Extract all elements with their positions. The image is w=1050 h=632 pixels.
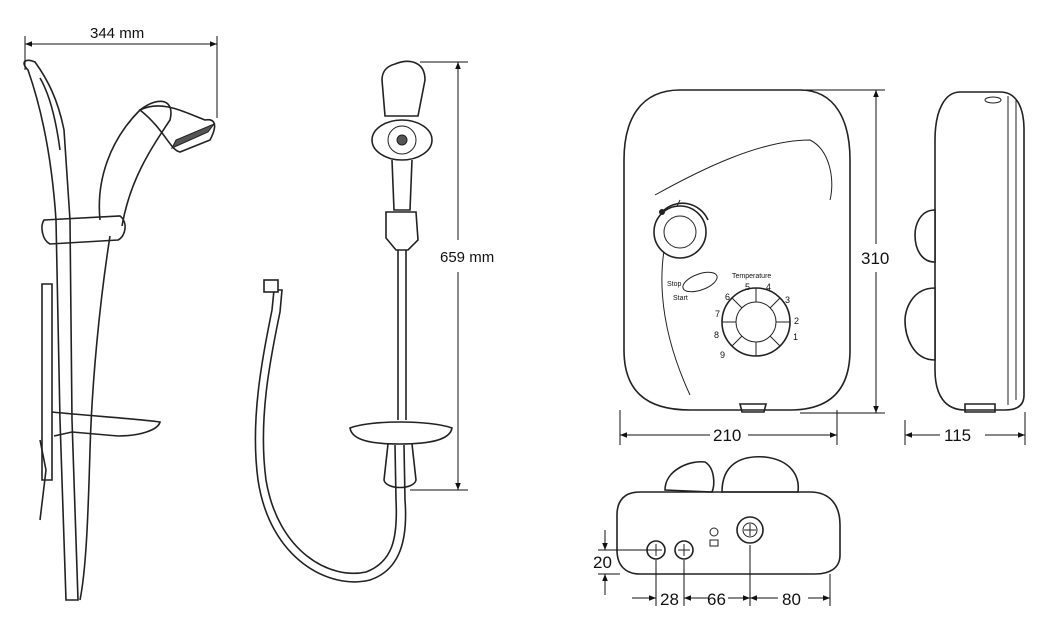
start-label: Start: [673, 295, 688, 302]
dimension-inlet-height-20: 20: [593, 530, 650, 595]
scale-9: 9: [720, 350, 725, 360]
dimension-label: 310: [861, 249, 889, 268]
temperature-knob[interactable]: [721, 287, 791, 357]
stop-label: Stop: [667, 281, 682, 288]
stop-start-knob[interactable]: [653, 202, 709, 259]
dimension-label: 66: [707, 590, 726, 609]
dimension-height-659: 659 mm: [410, 61, 494, 491]
riser-kit-front-view: [254, 60, 453, 583]
scale-4: 4: [766, 282, 771, 292]
riser-kit-side-view: [23, 59, 216, 601]
dimension-width-210: 210: [619, 410, 838, 445]
dimension-label: 344 mm: [90, 25, 144, 42]
dimension-width-344: 344 mm: [24, 25, 218, 118]
dimension-label: 115: [944, 426, 971, 445]
scale-8: 8: [714, 330, 719, 340]
temperature-label: Temperature: [732, 273, 771, 280]
dimension-label: 659 mm: [440, 249, 494, 266]
scale-2: 2: [794, 316, 799, 326]
dimension-label: 28: [660, 590, 679, 609]
scale-1: 1: [793, 332, 798, 342]
shower-unit-side-view: [904, 91, 1025, 413]
dimension-depth-115: 115: [904, 412, 1026, 445]
scale-3: 3: [785, 295, 790, 305]
dimension-height-310: 310: [800, 89, 889, 414]
shower-unit-front-view: Stop Start Temperature 1 2 3 4 5 6 7 8 9: [623, 89, 851, 413]
scale-7: 7: [715, 309, 720, 319]
dimension-label: 80: [782, 590, 801, 609]
shower-unit-bottom-view: [616, 455, 841, 575]
scale-5: 5: [745, 282, 750, 292]
dimension-label: 210: [713, 426, 741, 445]
dimension-label: 20: [593, 553, 612, 572]
scale-6: 6: [725, 292, 730, 302]
dimension-inlet-spacing: 28 66 80: [632, 545, 831, 609]
